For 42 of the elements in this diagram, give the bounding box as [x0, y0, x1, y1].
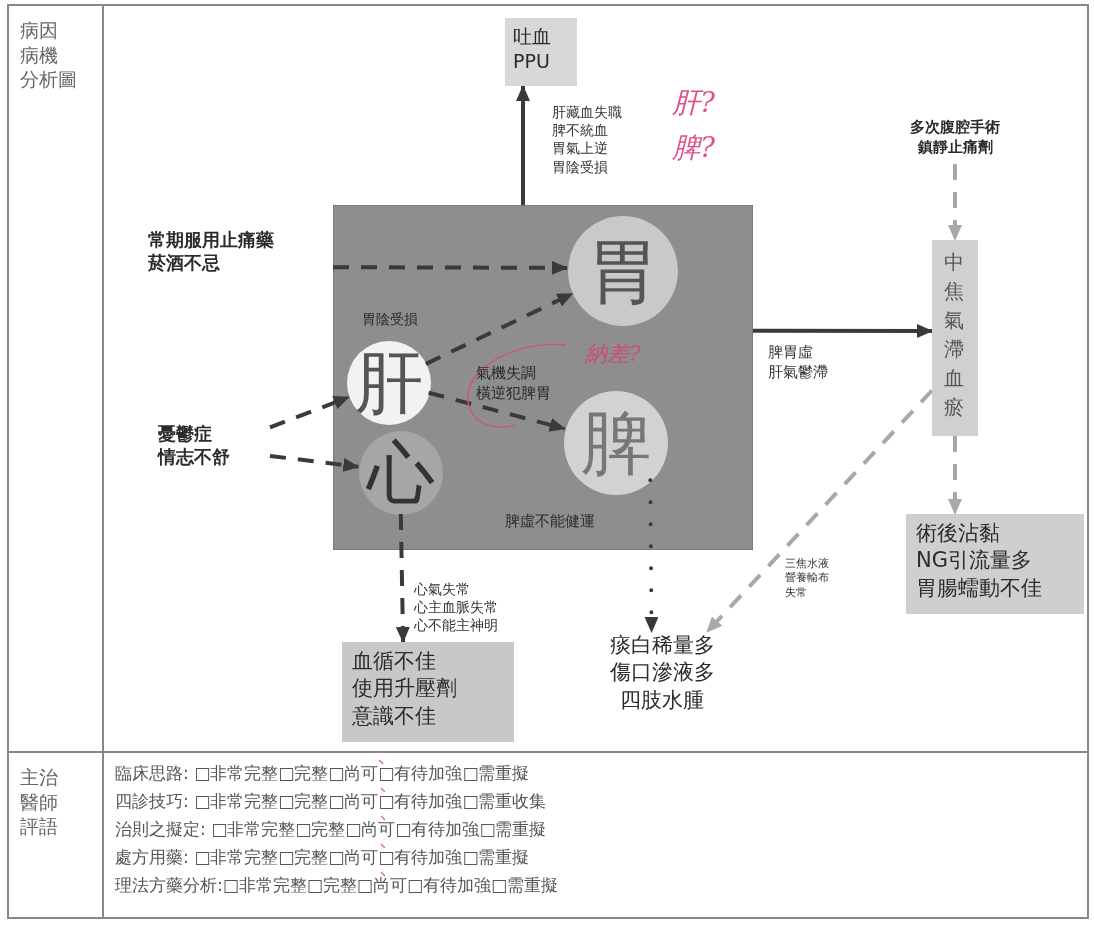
cause-text: 多次腹腔手術鎮靜止痛劑 — [885, 118, 1025, 164]
arrow — [428, 390, 566, 432]
arrow — [948, 436, 962, 515]
rating-row-text: 四診技巧: □非常完整□完整□尚可□有待加強□需重收集 — [115, 790, 548, 813]
edge-label: 心氣失常心主血脈失常心不能主神明 — [414, 580, 498, 635]
arrow — [269, 395, 350, 430]
arrow — [753, 324, 933, 338]
edge-label: 胃陰受損 — [362, 310, 418, 329]
result-box: 中焦氣滯血瘀 — [932, 240, 978, 436]
edge-label: 脾虛不能健運 — [505, 512, 595, 532]
cause-text: 常期服用止痛藥菸酒不忌 — [148, 228, 333, 280]
table-header-cell-text: 病因病機分析圖 — [20, 18, 78, 93]
organ-circle: 胃 — [568, 216, 678, 326]
handwritten-note: 肝? — [672, 85, 716, 121]
edge-label: 脾胃虛肝氣鬱滯 — [768, 343, 828, 382]
rating-row-text: 臨床思路: □非常完整□完整□尚可□有待加強□需重擬 — [115, 762, 531, 785]
arrow — [516, 85, 530, 205]
result-box: 吐血PPU — [505, 18, 577, 86]
arrow — [333, 260, 568, 275]
arrow — [705, 389, 934, 634]
edge-label: 氣機失調橫逆犯脾胃 — [476, 364, 551, 403]
cause-text: 憂鬱症情志不舒 — [158, 422, 270, 476]
rating-row-text: 理法方藥分析:□非常完整□完整□尚可□有待加強□需重擬 — [115, 874, 560, 897]
table-header-cell-text: 主治醫師評語 — [20, 765, 59, 840]
result-text: 痰白稀量多傷口滲液多四肢水腫 — [592, 632, 732, 724]
edge-label: 肝藏血失職脾不統血胃氣上逆胃陰受損 — [552, 103, 622, 176]
organ-circle: 脾 — [564, 391, 668, 495]
arrow — [395, 513, 410, 643]
handwritten-note: 納差? — [585, 340, 642, 368]
organ-circle: 心 — [359, 431, 443, 515]
rating-row-text: 處方用藥: □非常完整□完整□尚可□有待加強□需重擬 — [115, 846, 531, 869]
arrow — [644, 478, 659, 634]
arrow — [425, 291, 574, 366]
rating-row-text: 治則之擬定: □非常完整□完整□尚可□有待加強□需重擬 — [115, 818, 548, 841]
result-box: 術後沾黏NG引流量多胃腸蠕動不佳 — [906, 514, 1084, 614]
arrow — [269, 453, 360, 472]
arrow — [948, 164, 962, 241]
handwritten-note: 脾? — [672, 130, 716, 166]
organ-circle: 肝 — [347, 341, 431, 425]
edge-label: 三焦水液營養輸布失常 — [785, 557, 829, 600]
result-box: 血循不佳使用升壓劑意識不佳 — [342, 642, 514, 742]
organ-panel — [333, 205, 753, 550]
